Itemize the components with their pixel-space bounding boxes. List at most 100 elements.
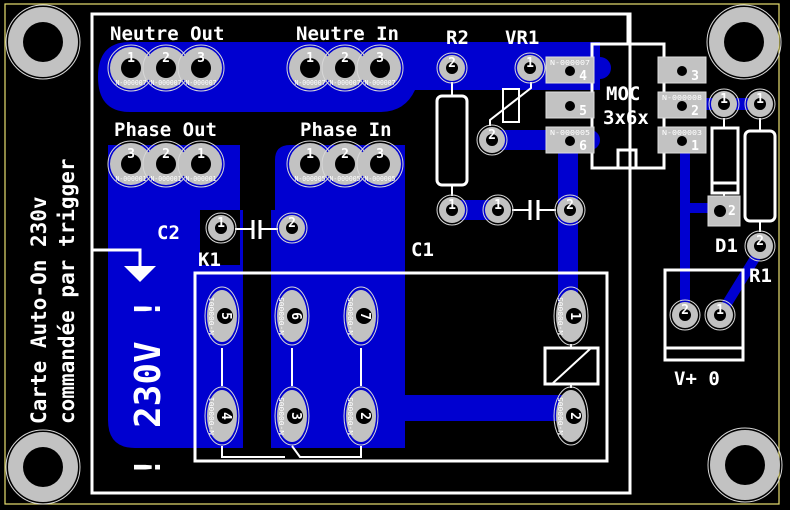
k1-pad: 1N-000005 bbox=[553, 286, 589, 346]
hv-zone-outline bbox=[90, 12, 632, 495]
tht-pad: 2 bbox=[744, 230, 776, 262]
moc-pad: N-000007 4 bbox=[545, 56, 595, 84]
pin-number: 2 bbox=[162, 147, 170, 162]
c1-ref: C1 bbox=[411, 239, 434, 261]
moc-pad: 3 bbox=[657, 56, 707, 84]
diode-d1[interactable]: D1 1 2 bbox=[707, 88, 741, 257]
pin-number: 3 bbox=[288, 412, 303, 420]
label-phase-in: Phase In bbox=[300, 119, 392, 141]
potentiometer-vr1[interactable]: VR1 1 2 bbox=[476, 27, 546, 156]
pad-number: 2 bbox=[756, 234, 764, 249]
mounting-hole-tl bbox=[5, 4, 81, 80]
hv-arrow-icon bbox=[124, 266, 156, 282]
resistor-r2[interactable]: R2 2 1 bbox=[435, 27, 469, 226]
d1-ref: D1 bbox=[715, 235, 738, 257]
net-label: N-000005 bbox=[347, 297, 355, 335]
net-label: N-000005 bbox=[557, 397, 565, 435]
k1-pad: 4N-000001 bbox=[204, 386, 240, 446]
k1-pad: 5N-000001 bbox=[204, 286, 240, 346]
pad-number: 1 bbox=[526, 56, 534, 71]
k1-pad: 2N-000005 bbox=[553, 386, 589, 446]
mounting-holes bbox=[5, 4, 783, 505]
net-label: N-000007 bbox=[295, 79, 326, 87]
net-label: N-000003 bbox=[662, 129, 702, 137]
tht-pad: 2 bbox=[436, 52, 468, 84]
tht-pad: 1 bbox=[514, 52, 546, 84]
hv-warning-prefix: ! bbox=[128, 456, 169, 478]
pin-number: 2 bbox=[162, 51, 170, 66]
moc-ref-line2: 3x6x bbox=[603, 107, 649, 129]
pin-number: 2 bbox=[341, 51, 349, 66]
net-label: N-000001 bbox=[151, 175, 182, 183]
pin-number: 1 bbox=[306, 51, 314, 66]
net-label: N-000005 bbox=[278, 397, 286, 435]
d1-pad-hole bbox=[714, 205, 726, 217]
capacitor-c2[interactable]: C2 1 2 bbox=[157, 212, 308, 244]
power-terminal-label: V+ 0 bbox=[674, 368, 720, 390]
pin-number: 2 bbox=[567, 412, 582, 420]
pin-number: 3 bbox=[376, 147, 384, 162]
pad-number: 2 bbox=[448, 56, 456, 71]
pin-number: 1 bbox=[197, 147, 205, 162]
c2-ref: C2 bbox=[157, 222, 180, 244]
board-title-line2: commandée par trigger bbox=[55, 158, 79, 424]
k1-pad: 3N-000005 bbox=[274, 386, 310, 446]
pad-number: 1 bbox=[217, 216, 225, 231]
pad-number: 1 bbox=[720, 92, 728, 107]
pin-number: 6 bbox=[288, 312, 303, 320]
capacitor-c1[interactable]: C1 1 2 bbox=[411, 194, 586, 261]
pin-number: 4 bbox=[218, 412, 233, 420]
terminal-blocks: 1N-0000072N-0000073N-0000071N-0000072N-0… bbox=[107, 44, 404, 188]
r2-ref: R2 bbox=[446, 27, 469, 49]
pad-number: 2 bbox=[681, 303, 689, 318]
mounting-hole-bl bbox=[5, 429, 81, 505]
net-label: N-000007 bbox=[330, 79, 361, 87]
label-phase-out: Phase Out bbox=[114, 119, 217, 141]
tht-pad: 2 bbox=[476, 124, 508, 156]
k1-outline bbox=[193, 271, 609, 463]
resistor-r1[interactable]: R1 1 2 bbox=[743, 88, 777, 287]
pin-number: 1 bbox=[306, 147, 314, 162]
pin-number: 2 bbox=[357, 412, 372, 420]
mounting-hole-tr bbox=[706, 4, 782, 80]
net-label: N-000005 bbox=[295, 175, 326, 183]
pin-number: 4 bbox=[579, 69, 587, 84]
tht-pad: 1 bbox=[482, 194, 514, 226]
net-label: N-000007 bbox=[365, 79, 396, 87]
pad-number: 1 bbox=[494, 198, 502, 213]
pin-number: 1 bbox=[127, 51, 135, 66]
relay-k1[interactable]: K1 5N-0000014N-0000016N-0000053N-0000057… bbox=[193, 249, 609, 463]
pin-number: 3 bbox=[691, 69, 699, 84]
net-label: N-000005 bbox=[557, 297, 565, 335]
pin-number: 2 bbox=[728, 204, 736, 219]
power-terminal[interactable]: 2 1 V+ 0 bbox=[663, 268, 745, 390]
tht-pad: 1 bbox=[704, 299, 736, 331]
net-label: N-000007 bbox=[186, 79, 217, 87]
net-label: N-000007 bbox=[550, 59, 590, 67]
tht-pad: 1 bbox=[708, 88, 740, 120]
pad-number: 1 bbox=[716, 303, 724, 318]
net-label: N-000001 bbox=[208, 397, 216, 435]
net-label: N-000001 bbox=[208, 297, 216, 335]
tht-pad: 2 bbox=[554, 194, 586, 226]
mounting-hole-br bbox=[707, 427, 783, 503]
pin-number: 3 bbox=[197, 51, 205, 66]
pad-number: 2 bbox=[566, 198, 574, 213]
net-label: N-000007 bbox=[116, 79, 147, 87]
board-edge bbox=[4, 3, 780, 505]
moc-pad: 5 bbox=[545, 91, 595, 119]
pad-number: 1 bbox=[756, 92, 764, 107]
net-label: N-000005 bbox=[550, 129, 590, 137]
net-label: N-000005 bbox=[347, 397, 355, 435]
moc-ref-line1: MOC bbox=[606, 83, 640, 105]
net-label: N-000008 bbox=[662, 94, 702, 102]
